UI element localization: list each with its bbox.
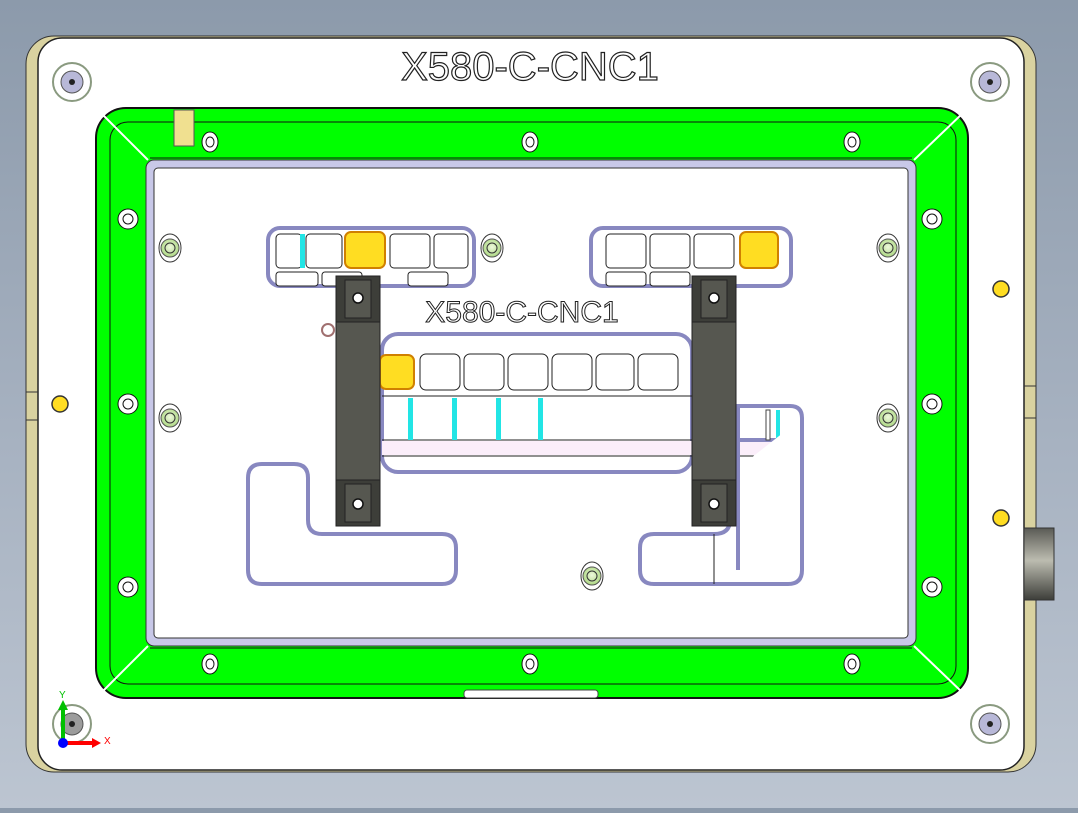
locator-block bbox=[739, 231, 779, 269]
pocket-upper-left bbox=[266, 226, 476, 288]
locator-block bbox=[379, 354, 415, 390]
locator-block bbox=[344, 231, 386, 269]
bottom-notch bbox=[463, 689, 599, 699]
dowel-pin-icons bbox=[158, 233, 900, 591]
locator-dot-icons bbox=[51, 280, 1010, 527]
triad-origin bbox=[58, 738, 68, 748]
pocket-center bbox=[379, 332, 802, 474]
engraving-center: X580-C-CNC1 bbox=[425, 296, 618, 329]
clamp-left bbox=[335, 275, 381, 527]
triad-x-label: X bbox=[104, 736, 111, 747]
yellow-tab bbox=[173, 109, 195, 147]
pocket-upper-right bbox=[589, 226, 793, 288]
clamp-right bbox=[691, 275, 737, 527]
coordinate-triad[interactable]: X Y bbox=[58, 690, 111, 748]
engraving-top: X580-C-CNC1 bbox=[401, 45, 659, 89]
frame-screw-icons bbox=[117, 131, 943, 675]
triad-y-label: Y bbox=[59, 690, 66, 701]
side-knob bbox=[1023, 527, 1055, 601]
pocket-lower-left bbox=[246, 462, 458, 586]
